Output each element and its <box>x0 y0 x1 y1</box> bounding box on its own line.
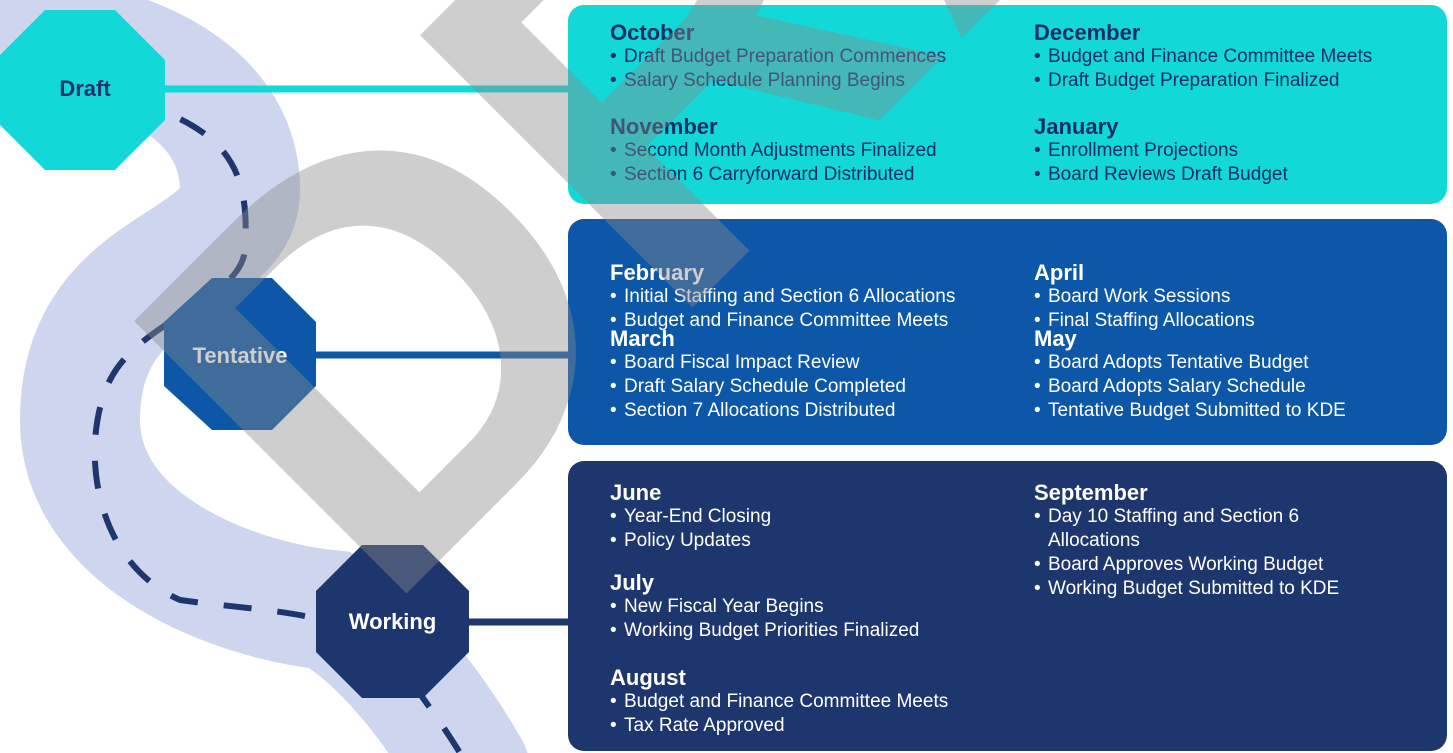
month-title: August <box>610 665 686 690</box>
list-item: Day 10 Staffing and Section 6 Allocation… <box>1034 505 1364 553</box>
list-item: Section 7 Allocations Distributed <box>610 399 906 423</box>
list-item: Budget and Finance Committee Meets <box>1034 45 1372 69</box>
month-january: January Enrollment Projections Board Rev… <box>1034 114 1288 188</box>
month-june: June Year-End Closing Policy Updates <box>610 480 771 554</box>
list-item: Salary Schedule Planning Begins <box>610 69 946 93</box>
working-octagon <box>316 545 469 698</box>
month-march: March Board Fiscal Impact Review Draft S… <box>610 326 906 424</box>
month-title: July <box>610 570 655 595</box>
list-item: Working Budget Submitted to KDE <box>1034 577 1364 601</box>
stage-label-draft: Draft <box>59 76 111 101</box>
list-item: Budget and Finance Committee Meets <box>610 309 955 333</box>
list-item: Tax Rate Approved <box>610 714 948 738</box>
month-september: September Day 10 Staffing and Section 6 … <box>1034 480 1364 602</box>
list-item: Draft Budget Preparation Commences <box>610 45 946 69</box>
draft-octagon <box>0 10 165 170</box>
list-item: Working Budget Priorities Finalized <box>610 619 919 643</box>
list-item: Draft Budget Preparation Finalized <box>1034 69 1372 93</box>
list-item: Board Work Sessions <box>1034 285 1255 309</box>
list-item: Tentative Budget Submitted to KDE <box>1034 399 1346 423</box>
list-item: Board Adopts Salary Schedule <box>1034 375 1346 399</box>
month-title: February <box>610 260 705 285</box>
month-title: October <box>610 20 695 45</box>
month-november: November Second Month Adjustments Finali… <box>610 114 937 188</box>
list-item: Budget and Finance Committee Meets <box>610 690 948 714</box>
month-title: September <box>1034 480 1148 505</box>
list-item: Draft Salary Schedule Completed <box>610 375 906 399</box>
list-item: Board Reviews Draft Budget <box>1034 163 1288 187</box>
month-title: May <box>1034 326 1077 351</box>
list-item: Final Staffing Allocations <box>1034 309 1255 333</box>
list-item: Board Fiscal Impact Review <box>610 351 906 375</box>
month-august: August Budget and Finance Committee Meet… <box>610 665 948 739</box>
month-december: December Budget and Finance Committee Me… <box>1034 20 1372 94</box>
month-may: May Board Adopts Tentative Budget Board … <box>1034 326 1346 424</box>
list-item: Section 6 Carryforward Distributed <box>610 163 937 187</box>
tentative-octagon <box>164 278 316 430</box>
month-july: July New Fiscal Year Begins Working Budg… <box>610 570 919 644</box>
stage-label-working: Working <box>348 609 437 634</box>
list-item: Board Approves Working Budget <box>1034 553 1364 577</box>
month-title: June <box>610 480 662 505</box>
month-title: April <box>1034 260 1085 285</box>
list-item: Policy Updates <box>610 529 771 553</box>
list-item: Second Month Adjustments Finalized <box>610 139 937 163</box>
list-item: New Fiscal Year Begins <box>610 595 919 619</box>
list-item: Board Adopts Tentative Budget <box>1034 351 1346 375</box>
month-title: December <box>1034 20 1141 45</box>
road-center-line <box>91 97 463 753</box>
stage-label-tentative: Tentative <box>192 343 288 368</box>
list-item: Initial Staffing and Section 6 Allocatio… <box>610 285 955 309</box>
tentative-panel: February Initial Staffing and Section 6 … <box>568 219 1447 445</box>
month-title: January <box>1034 114 1119 139</box>
month-title: March <box>610 326 675 351</box>
draft-panel: October Draft Budget Preparation Commenc… <box>568 5 1447 204</box>
list-item: Enrollment Projections <box>1034 139 1288 163</box>
month-title: November <box>610 114 718 139</box>
month-october: October Draft Budget Preparation Commenc… <box>610 20 946 94</box>
list-item: Year-End Closing <box>610 505 771 529</box>
month-february: February Initial Staffing and Section 6 … <box>610 260 955 334</box>
month-april: April Board Work Sessions Final Staffing… <box>1034 260 1255 334</box>
working-panel: June Year-End Closing Policy Updates Jul… <box>568 461 1447 751</box>
